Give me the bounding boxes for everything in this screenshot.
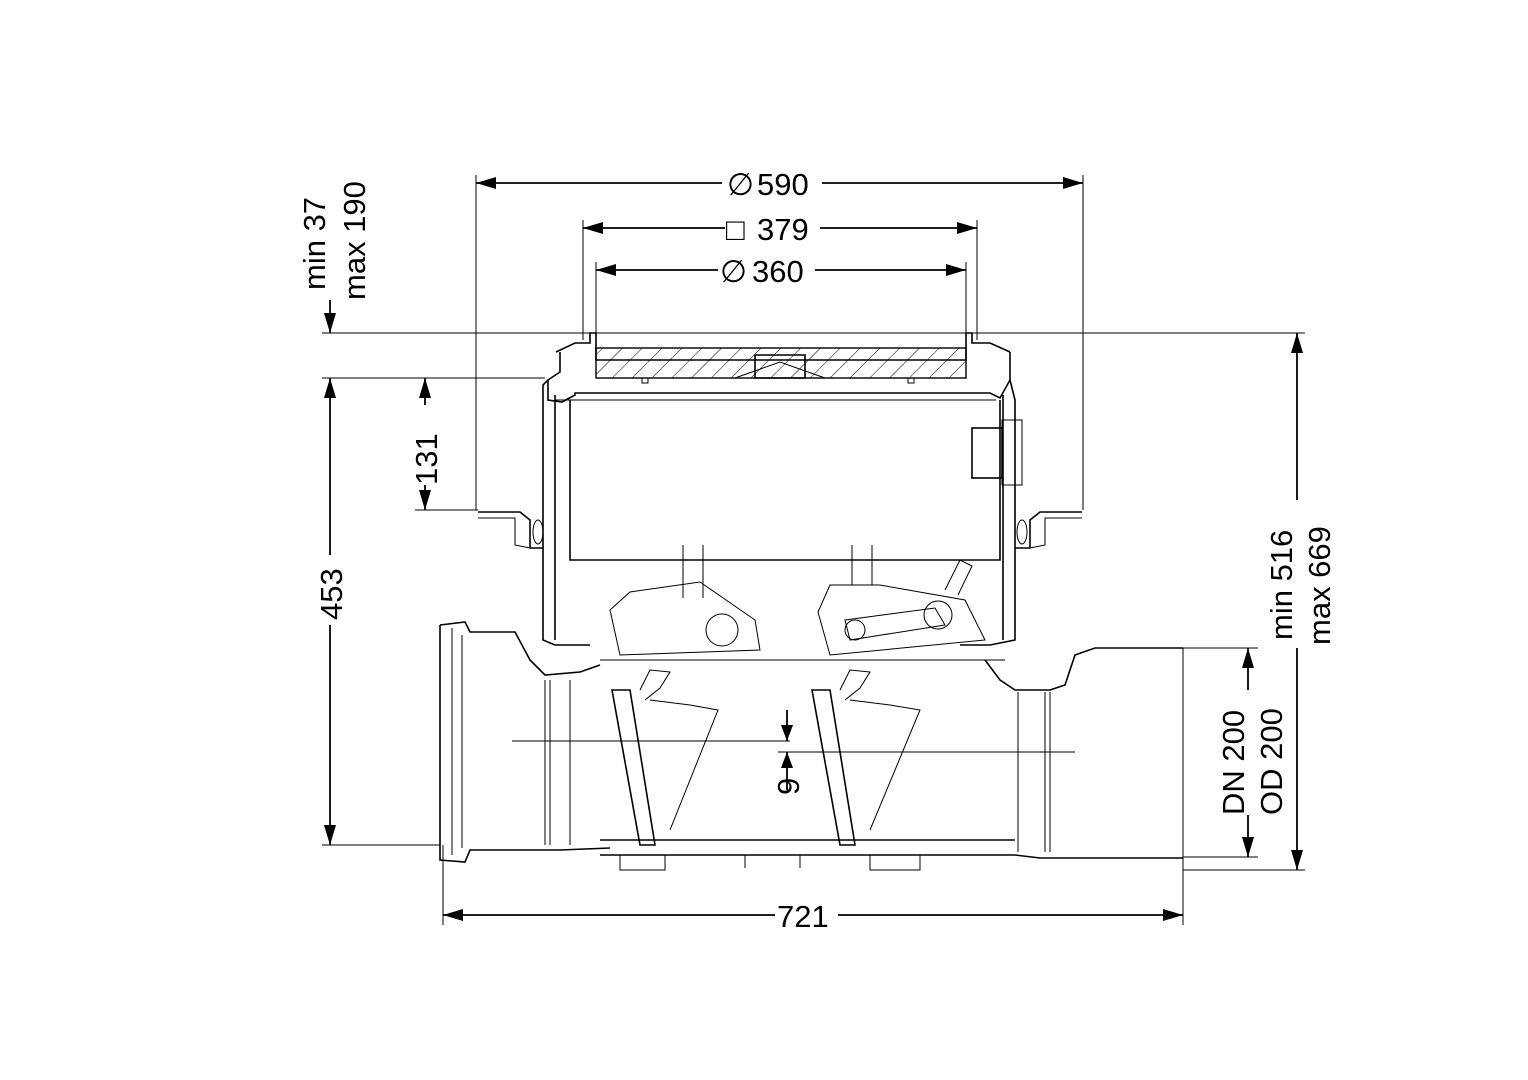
- dimension-label: 721: [777, 899, 829, 934]
- flap-left: [609, 545, 761, 846]
- flange-right: [1015, 511, 1082, 549]
- flap-right: [811, 545, 986, 846]
- dimension-square-opening: □ 379: [582, 212, 978, 340]
- dimension-label-max: max 190: [337, 181, 372, 300]
- flange-left: [478, 511, 544, 549]
- dimension-body-height: 453: [314, 378, 349, 845]
- dimension-label-min: min 516: [1264, 530, 1299, 640]
- dimension-grate-diameter: ∅ 360: [595, 254, 967, 345]
- dimension-label-dn: DN 200: [1216, 710, 1251, 815]
- dimension-overall-length: 721: [442, 648, 1184, 934]
- dimension-invert-drop: 9: [512, 710, 1075, 795]
- diameter-symbol: ∅: [720, 254, 747, 289]
- dimension-label: 379: [757, 212, 809, 247]
- dimension-outer-diameter: ∅ 590: [475, 167, 1084, 510]
- dimension-total-height: min 516 max 669: [1264, 333, 1337, 870]
- frame-ring: [547, 352, 1011, 403]
- dimension-label-min: min 37: [297, 197, 332, 290]
- connector-box: [971, 419, 1023, 486]
- dimension-label: 131: [409, 433, 444, 485]
- valve-chamber: [600, 659, 1015, 871]
- dimension-label-od: OD 200: [1254, 708, 1289, 815]
- dimension-pipe-size: DN 200 OD 200: [1216, 648, 1289, 857]
- inlet-socket-left: [439, 621, 611, 863]
- dimension-label: 9: [771, 778, 806, 795]
- grate-cover: [555, 332, 1011, 384]
- square-symbol: □: [726, 212, 745, 247]
- shaft-body: [542, 379, 1016, 646]
- dimension-label: 453: [314, 568, 349, 620]
- dimension-label-max: max 669: [1302, 526, 1337, 645]
- dimension-upper-height: 131: [409, 378, 444, 510]
- dimension-label: 360: [752, 254, 804, 289]
- dimension-label: 590: [757, 167, 809, 202]
- dimension-frame-adjustment: min 37 max 190: [297, 181, 372, 333]
- diameter-symbol: ∅: [727, 167, 754, 202]
- outlet-pipe-right: [984, 647, 1183, 859]
